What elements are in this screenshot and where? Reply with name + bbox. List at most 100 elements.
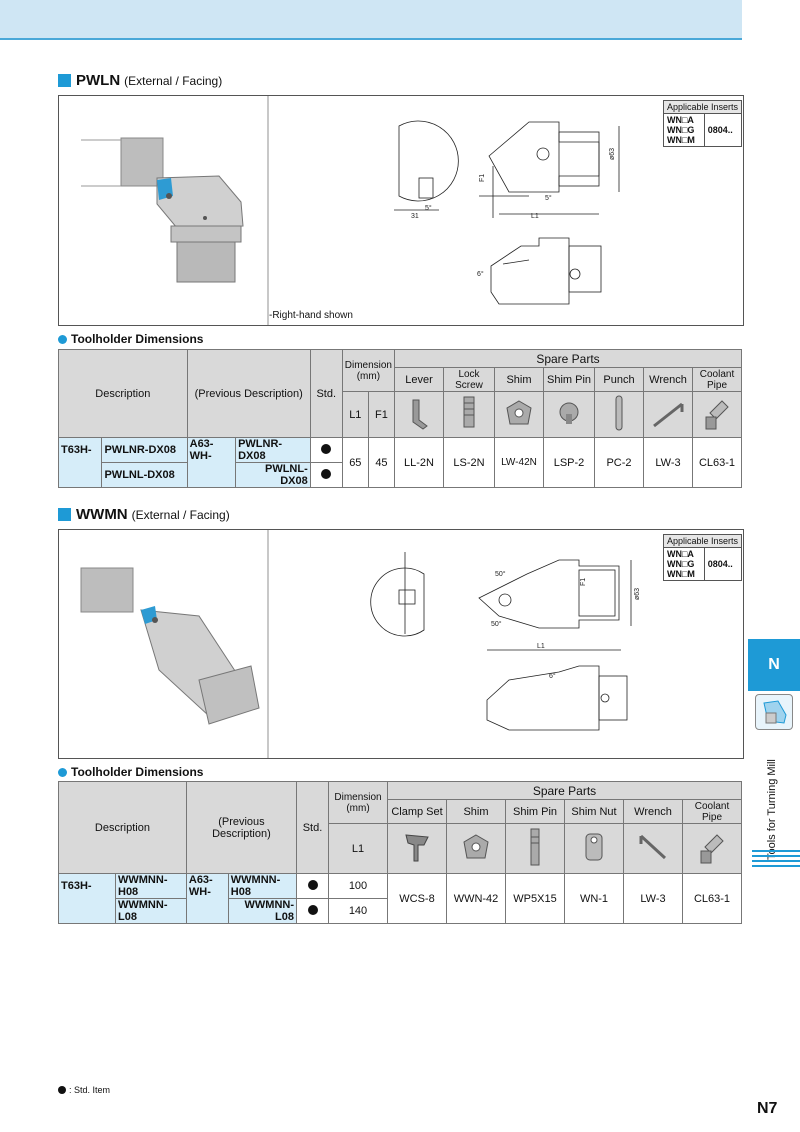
bullet-icon [58, 334, 67, 344]
wrench-icon [643, 391, 693, 438]
inserts-header: Applicable Inserts [662, 100, 743, 114]
section-title-text: PWLN [76, 72, 121, 89]
wrench-icon [623, 823, 683, 874]
applicable-inserts-table: Applicable Inserts WN□A WN□G WN□M 0804.. [662, 534, 743, 581]
std-mark [296, 873, 329, 899]
value-coolant-pipe: CL63-1 [692, 437, 742, 488]
header-part-shim: Shim [494, 367, 544, 392]
applicable-inserts-table: Applicable Inserts WN□A WN□G WN□M 0804.. [662, 100, 743, 147]
value-f1: 45 [367, 437, 396, 488]
std-bullet-icon [58, 1086, 66, 1094]
std-mark [309, 437, 343, 463]
value-l1: 140 [328, 898, 388, 924]
coolant-pipe-icon [682, 823, 742, 874]
wwmn-dimension-table: Description (Previous Description) Std. … [58, 781, 742, 924]
value-shim-nut: WN-1 [564, 873, 624, 924]
shim-icon [446, 823, 506, 874]
dim-label-angle-5-left: 5° [425, 204, 432, 212]
shim-nut-icon [564, 823, 624, 874]
header-description: Description [58, 349, 188, 438]
insert-codes: WN□A WN□G WN□M [663, 547, 705, 581]
value-wrench: LW-3 [623, 873, 683, 924]
header-part-shim: Shim [446, 799, 506, 824]
header-part-coolant-pipe: Coolant Pipe [692, 367, 742, 392]
insert-size: 0804.. [703, 113, 743, 147]
row-prev-code: PWLNL-DX08 [235, 462, 311, 488]
header-previous: (Previous Description) [185, 781, 298, 874]
insert-size: 0804.. [703, 547, 743, 581]
header-std: Std. [309, 349, 343, 438]
header-part-shim-pin: Shim Pin [543, 367, 595, 392]
clamp-set-icon [387, 823, 447, 874]
dim-label-f1: F1 [580, 578, 587, 586]
pwln-tool-photo [81, 137, 244, 283]
value-clamp-set: WCS-8 [387, 873, 447, 924]
header-previous: (Previous Description) [186, 349, 311, 438]
row-prev-prefix: A63-WH- [185, 873, 229, 899]
dim-label-d63: ø63 [634, 588, 641, 600]
section-title-pwln: PWLN (External / Facing) [58, 72, 222, 89]
section-title-text: WWMN [76, 506, 128, 523]
sidebar-tab-n[interactable]: N [748, 639, 800, 691]
top-banner-line [0, 38, 742, 40]
figure-box-wwmn: 50° 50° ø63 L1 F1 6° Applicable Inserts … [58, 529, 744, 759]
header-part-punch: Punch [594, 367, 644, 392]
top-banner [0, 0, 742, 38]
section-subtitle: (External / Facing) [131, 507, 230, 522]
pwln-drawing: F1 ø63 L1 31 5° 5° 6° [81, 96, 620, 325]
dim-label-angle-50-top: 50° [495, 570, 506, 578]
header-part-wrench: Wrench [623, 799, 683, 824]
value-lock-screw: LS-2N [443, 437, 495, 488]
value-shim-pin: WP5X15 [505, 873, 565, 924]
table-row: WWMNN-L08 WWMNN-L08 140 [58, 898, 742, 924]
sidebar-text: Tools for Turning Mill [766, 759, 778, 860]
dim-label-l1: L1 [531, 213, 539, 220]
shim-icon [494, 391, 544, 438]
row-prev-prefix: A63-WH- [186, 437, 237, 463]
figure-box-pwln: F1 ø63 L1 31 5° 5° 6° -Right-hand shown … [58, 95, 744, 326]
header-l1: L1 [328, 823, 388, 874]
header-std: Std. [296, 781, 329, 874]
row-code: PWLNR-DX08 [101, 437, 188, 463]
value-shim: LW-42N [494, 437, 544, 488]
section-subtitle: (External / Facing) [124, 73, 223, 88]
footnote: : Std. Item [58, 1085, 110, 1095]
header-description: Description [58, 781, 187, 874]
dim-label-angle-6: 6° [549, 672, 556, 680]
dim-label-d63: ø63 [609, 148, 616, 160]
dim-label-f1: F1 [479, 174, 486, 182]
figure-caption: -Right-hand shown [269, 310, 353, 321]
row-code: PWLNL-DX08 [101, 462, 188, 488]
header-part-lock-screw: Lock Screw [443, 367, 495, 392]
punch-icon [594, 391, 644, 438]
header-part-wrench: Wrench [643, 367, 693, 392]
value-shim-pin: LSP-2 [543, 437, 595, 488]
header-dimension: Dimension (mm) [328, 781, 388, 824]
dim-label-angle-5-right: 5° [545, 194, 552, 202]
table-row: PWLNL-DX08 PWLNL-DX08 [57, 462, 742, 488]
value-lever: LL-2N [394, 437, 444, 488]
value-coolant-pipe: CL63-1 [682, 873, 742, 924]
lock-screw-icon [443, 391, 495, 438]
row-code: WWMNN-L08 [115, 898, 187, 924]
page-number: N7 [757, 1100, 778, 1117]
dim-label-l1: L1 [537, 643, 545, 650]
row-prev-code: WWMNN-L08 [227, 898, 298, 924]
dim-label-31: 31 [411, 213, 419, 220]
section-title-wwmn: WWMN (External / Facing) [58, 506, 230, 523]
row-prev-code: PWLNR-DX08 [235, 437, 311, 463]
wwmn-technical-drawing [370, 552, 632, 731]
inserts-header: Applicable Inserts [662, 534, 743, 548]
row-code: WWMNN-H08 [115, 873, 187, 899]
value-shim: WWN-42 [446, 873, 506, 924]
std-mark [296, 898, 329, 924]
table-row: T63H- PWLNR-DX08 A63-WH- PWLNR-DX08 65 4… [57, 437, 742, 488]
row-prefix: T63H- [57, 437, 103, 463]
lever-icon [394, 391, 444, 438]
header-part-clamp-set: Clamp Set [387, 799, 447, 824]
header-part-shim-pin: Shim Pin [505, 799, 565, 824]
section-marker-icon [58, 74, 71, 87]
header-part-coolant-pipe: Coolant Pipe [682, 799, 742, 824]
shim-pin-icon [505, 823, 565, 874]
wwmn-drawing: 50° 50° ø63 L1 F1 6° [80, 530, 641, 758]
